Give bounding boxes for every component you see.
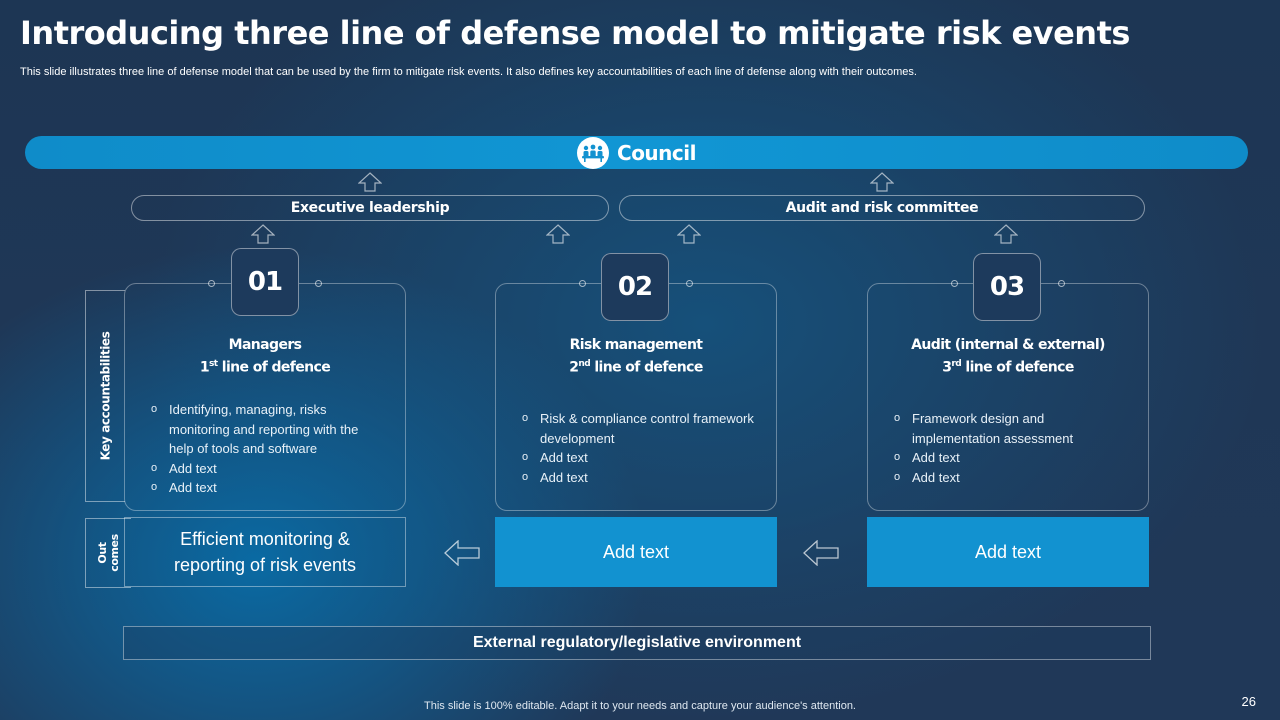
- arrow-up-icon: [251, 224, 275, 244]
- arrow-up-icon: [546, 224, 570, 244]
- card-line-label: 1st line of defence: [199, 359, 331, 376]
- outcomes-label-line1: Out: [95, 542, 109, 564]
- outcomes-label-line2: comes: [107, 534, 121, 572]
- arrow-up-icon: [870, 172, 894, 192]
- card-line-label: 3rd line of defence: [942, 359, 1074, 376]
- outcome-box-3: Add text: [867, 517, 1149, 587]
- arrow-up-icon: [994, 224, 1018, 244]
- people-group-icon: [577, 136, 610, 169]
- defense-card-3: Audit (internal & external) 3rd line of …: [867, 283, 1149, 511]
- slide-subtitle: This slide illustrates three line of def…: [20, 66, 917, 78]
- card-heading: Audit (internal & external) 3rd line of …: [868, 336, 1148, 378]
- key-accountabilities-label: Key accountabilities: [98, 331, 113, 461]
- executive-leadership-pill: Executive leadership: [131, 195, 609, 221]
- card-number-3: 03: [973, 253, 1041, 321]
- footer-note: This slide is 100% editable. Adapt it to…: [424, 700, 856, 712]
- slide-title: Introducing three line of defense model …: [20, 14, 1130, 52]
- card-number-2: 02: [601, 253, 669, 321]
- external-environment-label: External regulatory/legislative environm…: [472, 634, 802, 651]
- card-title: Audit (internal & external): [911, 337, 1105, 353]
- outcome-text: Efficient monitoring & reporting of risk…: [173, 529, 357, 575]
- connector-dot: [315, 280, 322, 287]
- connector-dot: [208, 280, 215, 287]
- arrow-up-icon: [677, 224, 701, 244]
- connector-dot: [1058, 280, 1065, 287]
- outcome-box-1: Efficient monitoring & reporting of risk…: [124, 517, 406, 587]
- audit-committee-label: Audit and risk committee: [785, 200, 979, 216]
- connector-dot: [579, 280, 586, 287]
- card-number-1: 01: [231, 248, 299, 316]
- external-environment-box: External regulatory/legislative environm…: [123, 626, 1151, 660]
- card-heading: Managers 1st line of defence: [125, 336, 405, 378]
- council-bar: Council: [25, 136, 1248, 169]
- arrow-up-icon: [358, 172, 382, 192]
- arrow-left-icon: [803, 540, 839, 566]
- executive-leadership-label: Executive leadership: [290, 200, 450, 216]
- card-title: Managers: [228, 337, 302, 353]
- outcome-text: Add text: [602, 542, 670, 562]
- card-title: Risk management: [569, 337, 703, 353]
- outcomes-label: Out comes: [95, 534, 121, 572]
- card-line-label: 2nd line of defence: [569, 359, 703, 376]
- council-label: Council: [617, 140, 696, 165]
- audit-committee-pill: Audit and risk committee: [619, 195, 1145, 221]
- outcome-box-2: Add text: [495, 517, 777, 587]
- key-accountabilities-label-box: Key accountabilities: [85, 290, 125, 502]
- outcomes-label-box: Out comes: [85, 518, 131, 588]
- arrow-left-icon: [444, 540, 480, 566]
- page-number: 26: [1241, 694, 1256, 709]
- outcome-text: Add text: [974, 542, 1042, 562]
- card-heading: Risk management 2nd line of defence: [496, 336, 776, 378]
- connector-dot: [686, 280, 693, 287]
- connector-dot: [951, 280, 958, 287]
